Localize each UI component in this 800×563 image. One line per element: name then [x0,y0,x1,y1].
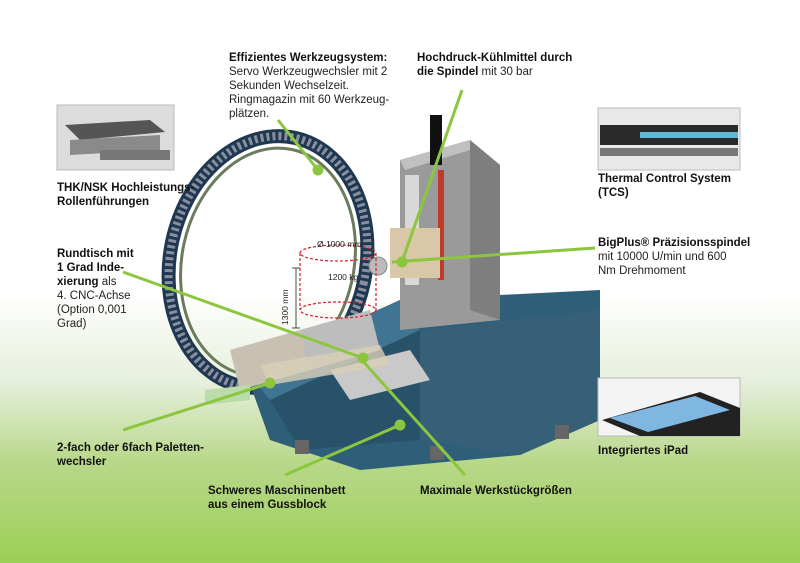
label-thermal: Thermal Control System (TCS) [598,173,731,199]
label-workpiece: Maximale Werkstückgrößen [420,485,572,497]
label-ipad: Integriertes iPad [598,445,689,457]
dimension-height: 1300 mm [280,290,290,325]
label-rotary-table: Rundtisch mit 1 Grad Inde- xierung als 4… [57,248,134,330]
work-envelope [299,244,377,319]
guide-rail-thumbnail [56,104,175,171]
label-bed: Schweres Maschinenbett aus einem Gussblo… [208,485,346,511]
dimension-diameter: Ø 1000 mm [317,239,361,249]
label-coolant: Hochdruck-Kühlmittel durch die Spindel m… [417,52,573,78]
label-spindle: BigPlus® Präzisionsspindel mit 10000 U/m… [598,237,751,277]
spindle-head [368,228,440,278]
thermal-thumbnail [597,107,741,171]
label-tool-system: Effizientes Werkzeugsystem: Servo Werkze… [229,52,390,120]
dimension-weight: 1200 kg [328,272,359,282]
height-dimension [292,267,300,329]
label-pallet: 2-fach oder 6fach Paletten- wechsler [57,442,204,468]
ipad-thumbnail [597,377,741,437]
machine-column [400,115,500,330]
label-guides: THK/NSK Hochleistungs- Rollenführungen [57,182,195,208]
callout-lines [122,89,596,477]
